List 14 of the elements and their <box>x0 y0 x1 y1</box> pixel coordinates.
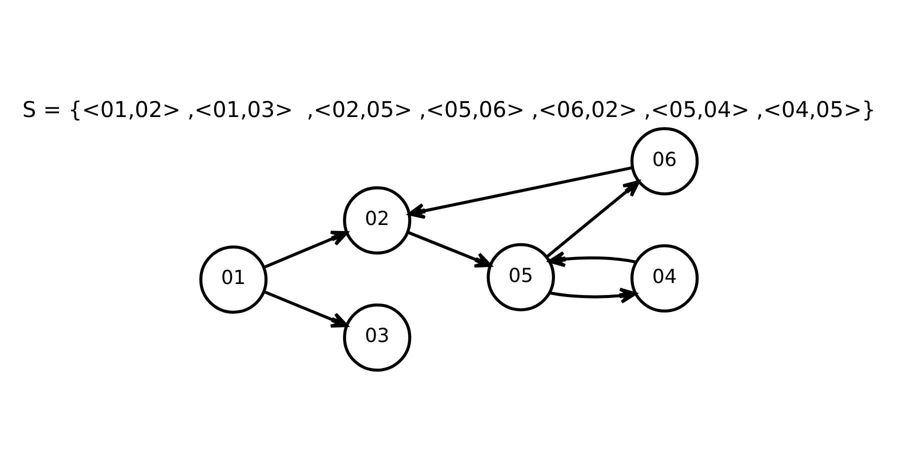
arrow <box>546 180 640 258</box>
arrow <box>263 290 348 328</box>
node-circle: 04 <box>630 244 699 312</box>
node-circle: 03 <box>343 302 412 372</box>
node-circle: 01 <box>199 244 268 314</box>
arrow <box>548 250 636 267</box>
node-circle: 05 <box>486 242 555 311</box>
node-circle: 02 <box>343 186 412 254</box>
arrow <box>407 230 492 268</box>
node-circle: 06 <box>630 126 699 195</box>
arrow <box>549 287 637 304</box>
arrow <box>263 230 348 268</box>
diagram-title: S = {<01,02> ,<01,03> ,<02,05> ,<05,06> ,<06,02> ,<05,04> ,<04,05>} <box>22 98 876 123</box>
arrow <box>408 166 633 218</box>
